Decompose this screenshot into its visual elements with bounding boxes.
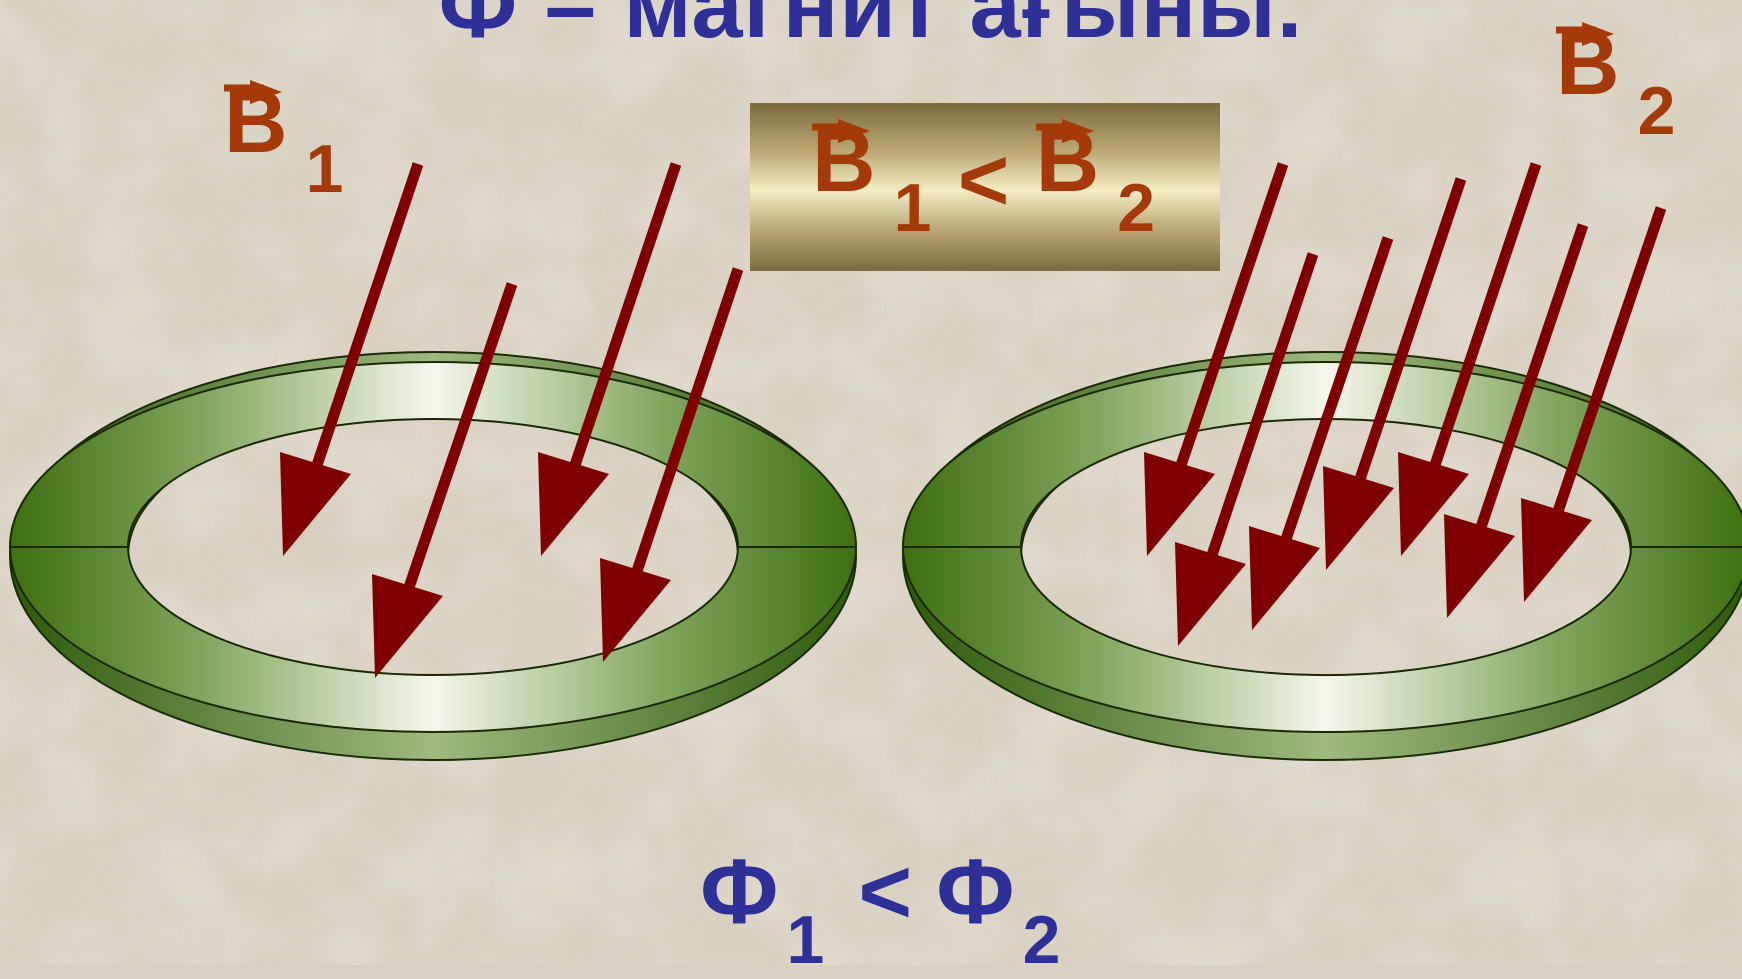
ring-right [901,351,1742,761]
vector-label-b1: B 1 [224,78,343,203]
vector-label-b2: B 2 [1556,20,1675,145]
less-than-sign: < [957,130,1010,229]
flux-subscript: 2 [1022,902,1061,978]
field-arrow [1398,162,1542,556]
field-arrow [1175,252,1319,646]
vector-arrow-icon [1556,22,1614,46]
vector-arrow-icon [224,80,282,104]
less-than-sign: < [858,841,913,943]
flux-letter: Ф [936,841,1015,943]
vector-subscript: 2 [1637,73,1676,149]
vector-label-b1-box: B 1 [812,117,936,242]
vector-subscript: 1 [305,131,344,207]
field-arrow [372,282,518,678]
field-arrow [1144,162,1289,556]
page-title: Ф – магнит ағыны. [438,0,1304,57]
ring-left [8,351,858,761]
vector-arrow-icon [812,119,870,143]
vector-arrow-icon [1035,119,1094,143]
field-arrow [1323,177,1467,570]
field-arrow [1249,236,1394,630]
vector-subscript: 1 [893,170,932,246]
field-arrow [538,162,682,556]
vector-subscript: 2 [1117,170,1156,246]
field-arrow [1444,223,1589,618]
field-lines-right [1144,162,1667,646]
field-arrow [280,162,424,556]
comparison-box: B 1 < B 2 [750,103,1220,271]
field-arrow [600,267,744,662]
field-arrow [1521,206,1667,602]
flux-letter: Ф [700,841,779,943]
vector-label-b2-box: B 2 [1031,117,1155,242]
field-lines-left [280,162,744,678]
flux-subscript: 1 [786,902,825,978]
